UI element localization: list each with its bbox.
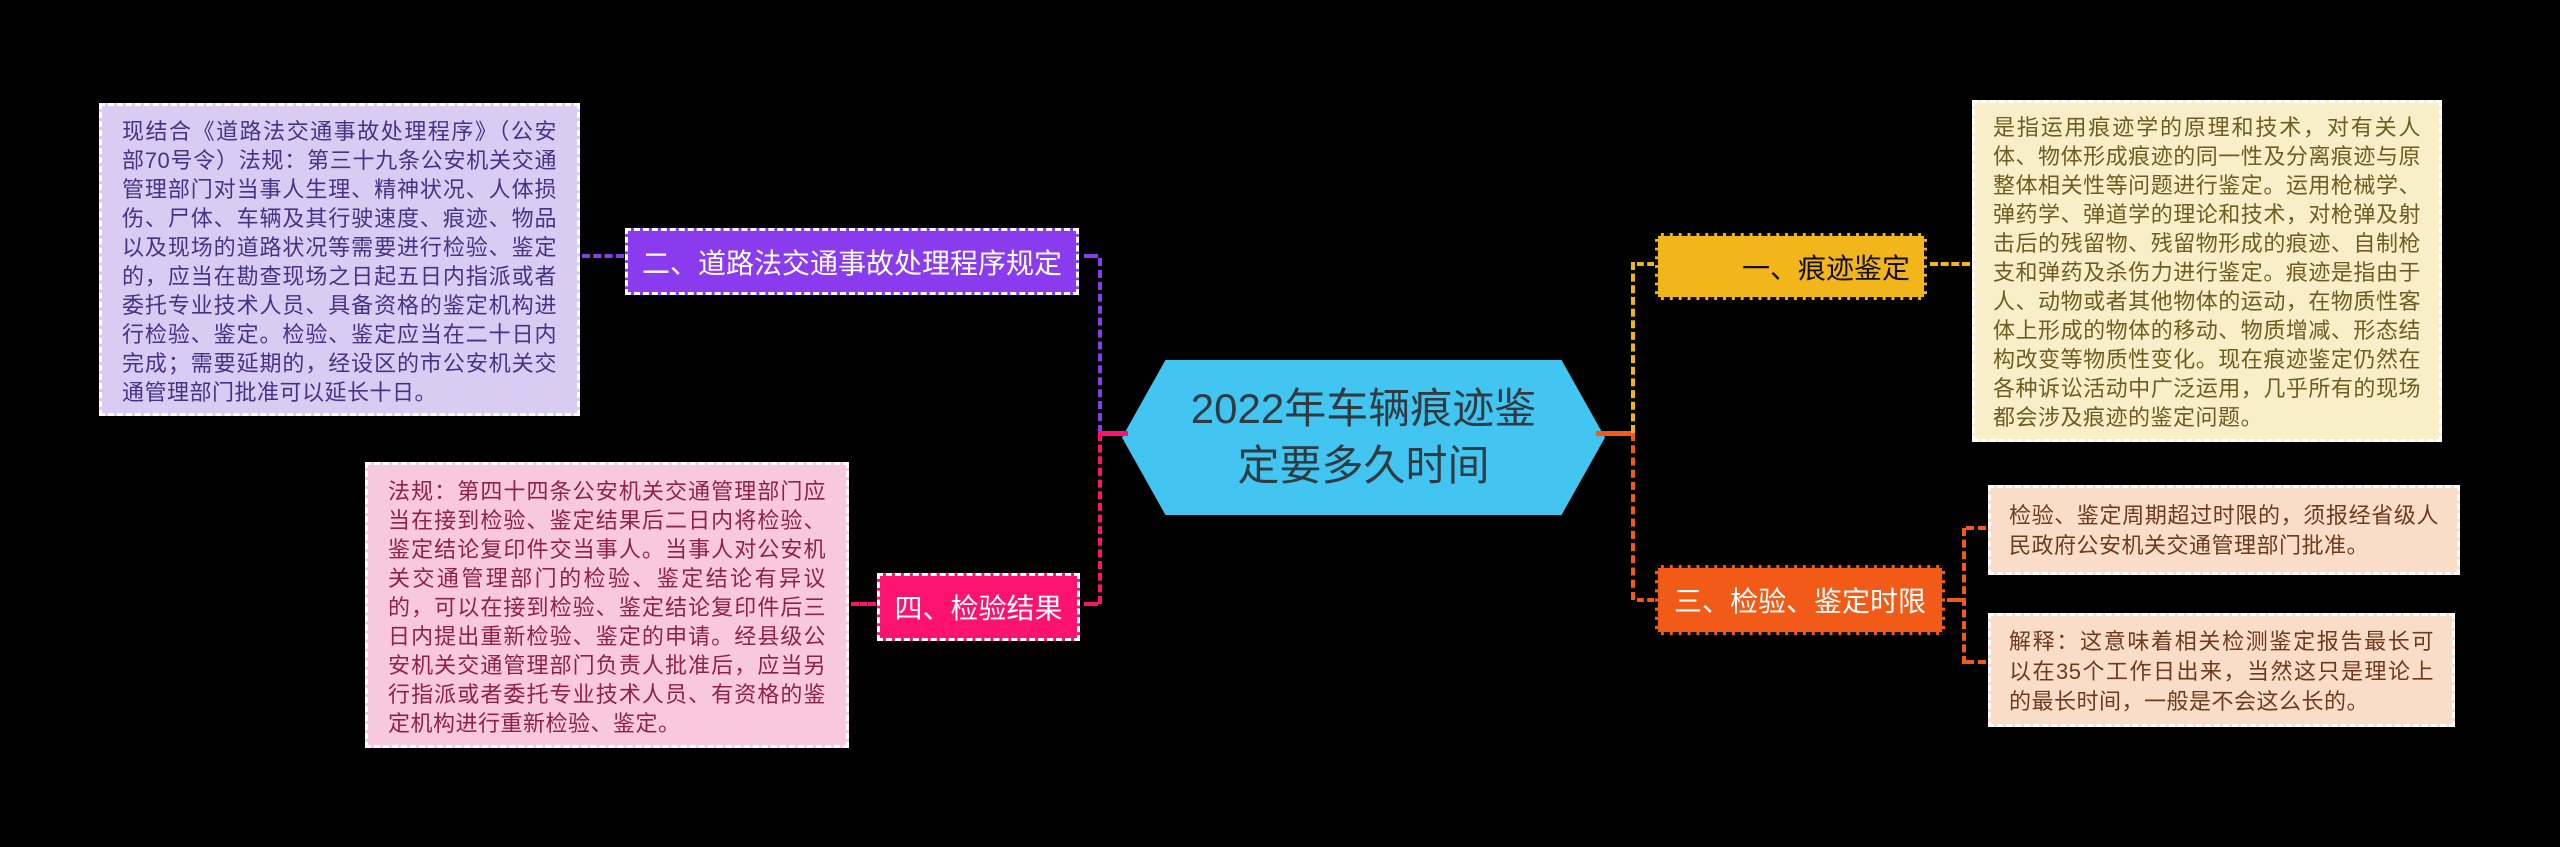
branch-label-time-limit[interactable]: 三、检验、鉴定时限 bbox=[1655, 565, 1945, 635]
connector-fork-to-note3a bbox=[1966, 526, 1986, 530]
connector-right-trunk-lower bbox=[1631, 433, 1635, 600]
branch-note-time-limit-approval-text: 检验、鉴定周期超过时限的，须报经省级人民政府公安机关交通管理部门批准。 bbox=[2009, 503, 2439, 558]
branch-label-inspection-result[interactable]: 四、检验结果 bbox=[877, 573, 1080, 641]
branch-label-inspection-result-text: 四、检验结果 bbox=[894, 593, 1063, 624]
connector-note4-to-label4 bbox=[851, 602, 876, 606]
branch-label-trace-appraisal-text: 一、痕迹鉴定 bbox=[1741, 252, 1910, 284]
connector-label2-elbow bbox=[1084, 254, 1098, 258]
branch-note-time-limit-approval[interactable]: 检验、鉴定周期超过时限的，须报经省级人民政府公安机关交通管理部门批准。 bbox=[1988, 485, 2460, 575]
connector-fork-to-note3b bbox=[1966, 660, 1986, 664]
connector-left-trunk-upper bbox=[1098, 258, 1102, 433]
connector-note2-to-label2 bbox=[582, 254, 624, 258]
branch-label-road-traffic-procedure[interactable]: 二、道路法交通事故处理程序规定 bbox=[625, 228, 1079, 295]
branch-note-trace-appraisal-text: 是指运用痕迹学的原理和技术，对有关人体、物体形成痕迹的同一性及分离痕迹与原整体相… bbox=[1993, 115, 2421, 430]
central-topic-text: 2022年车辆痕迹鉴定要多久时间 bbox=[1190, 384, 1537, 489]
connector-right-trunk-upper bbox=[1631, 262, 1635, 433]
central-topic-node[interactable]: 2022年车辆痕迹鉴定要多久时间 bbox=[1122, 360, 1605, 515]
connector-label3-fork-stub bbox=[1947, 598, 1963, 602]
connector-label1-to-note1 bbox=[1930, 262, 1970, 266]
branch-note-time-limit-explanation[interactable]: 解释：这意味着相关检测鉴定报告最长可以在35个工作日出来，当然这只是理论上的最长… bbox=[1988, 613, 2455, 727]
branch-note-law-procedure[interactable]: 现结合《道路法交通事故处理程序》（公安部70号令）法规：第三十九条公安机关交通管… bbox=[99, 103, 580, 416]
branch-label-trace-appraisal[interactable]: 一、痕迹鉴定 bbox=[1655, 233, 1927, 300]
branch-note-law-procedure-text: 现结合《道路法交通事故处理程序》（公安部70号令）法规：第三十九条公安机关交通管… bbox=[122, 119, 557, 405]
connector-center-right-stub bbox=[1596, 431, 1634, 436]
connector-label3-fork-trunk bbox=[1962, 528, 1966, 664]
branch-note-inspection-result[interactable]: 法规：第四十四条公安机关交通管理部门应当在接到检验、鉴定结果后二日内将检验、鉴定… bbox=[365, 462, 849, 748]
branch-label-road-traffic-procedure-text: 二、道路法交通事故处理程序规定 bbox=[641, 247, 1062, 279]
branch-note-trace-appraisal[interactable]: 是指运用痕迹学的原理和技术，对有关人体、物体形成痕迹的同一性及分离痕迹与原整体相… bbox=[1972, 100, 2442, 442]
connector-center-left-stub bbox=[1098, 431, 1128, 436]
connector-label4-elbow bbox=[1084, 602, 1098, 606]
branch-label-time-limit-text: 三、检验、鉴定时限 bbox=[1673, 586, 1926, 617]
branch-note-time-limit-explanation-text: 解释：这意味着相关检测鉴定报告最长可以在35个工作日出来，当然这只是理论上的最长… bbox=[2009, 629, 2434, 714]
connector-label3-elbow bbox=[1637, 598, 1654, 602]
branch-note-inspection-result-text: 法规：第四十四条公安机关交通管理部门应当在接到检验、鉴定结果后二日内将检验、鉴定… bbox=[388, 479, 826, 736]
connector-label1-elbow bbox=[1637, 262, 1654, 266]
connector-left-trunk-lower bbox=[1098, 433, 1102, 604]
